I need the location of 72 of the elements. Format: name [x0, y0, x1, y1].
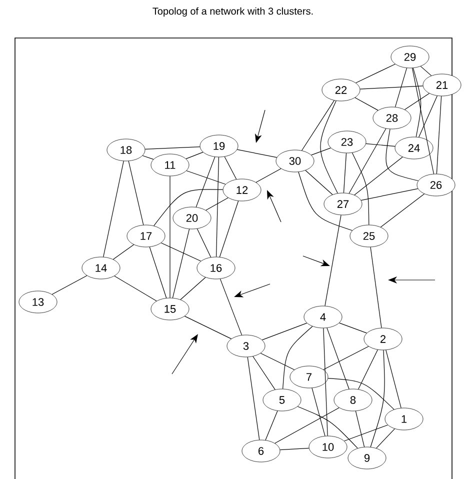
- edge-line: [366, 143, 396, 147]
- edge-line: [352, 152, 370, 226]
- edge-line: [370, 350, 385, 448]
- edge-line: [236, 149, 278, 158]
- edge-line: [356, 64, 396, 84]
- edge-line: [344, 424, 388, 442]
- edge-line: [160, 242, 202, 262]
- edge-line: [112, 244, 134, 260]
- edge-line: [274, 407, 340, 444]
- edge-line: [252, 356, 276, 390]
- edge-line: [355, 410, 365, 448]
- edge-line: [338, 322, 368, 334]
- edge-line: [302, 100, 335, 151]
- edge-line: [298, 172, 353, 231]
- edge-line: [394, 68, 408, 108]
- edge-line: [360, 188, 418, 201]
- edge-line: [256, 168, 282, 183]
- edge-line: [386, 128, 419, 182]
- edge-line: [376, 428, 395, 448]
- edge-line: [312, 388, 326, 436]
- edge-line: [128, 160, 144, 226]
- edge-line: [323, 346, 369, 370]
- edge-line: [186, 170, 226, 185]
- edge-line: [370, 246, 382, 328]
- edge-line: [196, 228, 212, 258]
- edge-line: [404, 93, 430, 110]
- edge-line: [260, 352, 295, 370]
- edge-line: [172, 228, 190, 298]
- edge-line: [196, 156, 216, 208]
- edge-line: [358, 349, 378, 390]
- edge-line: [320, 100, 338, 194]
- node-label: 21: [436, 81, 448, 89]
- edge-line: [247, 356, 260, 440]
- edge-line: [142, 155, 154, 160]
- edge-line: [380, 194, 425, 228]
- edge-line: [418, 96, 438, 138]
- edge-line: [326, 328, 350, 390]
- edge-line: [103, 160, 124, 258]
- edge-line: [328, 378, 394, 410]
- title: Topolog of a network with 3 clusters.: [152, 7, 313, 17]
- edge-line: [354, 97, 378, 111]
- edge-line: [386, 350, 402, 408]
- edge-line: [282, 326, 313, 390]
- edge-line: [154, 189, 224, 226]
- edge-line: [360, 86, 424, 90]
- edge-line: [354, 156, 403, 196]
- edge-line: [52, 275, 88, 295]
- edge-line: [324, 214, 342, 306]
- edge-line: [305, 170, 333, 195]
- edge-line: [114, 276, 157, 302]
- edge-line: [224, 156, 237, 180]
- edge-line: [310, 148, 332, 156]
- edge-line: [412, 68, 434, 174]
- edge-line: [216, 156, 220, 258]
- edge-line: [220, 278, 242, 336]
- edge-line: [184, 316, 232, 340]
- edge-line: [262, 322, 308, 340]
- edge-line: [149, 246, 167, 298]
- edge-line: [323, 328, 328, 436]
- edge-line: [180, 277, 206, 300]
- edge-line: [280, 448, 310, 450]
- edge-line: [265, 410, 278, 440]
- edge-line: [436, 96, 442, 174]
- edge-line: [206, 197, 228, 211]
- edge-line: [186, 152, 204, 160]
- edge-line: [348, 128, 386, 194]
- edge-line: [412, 68, 422, 138]
- edge-line: [297, 406, 358, 449]
- edge-line: [219, 200, 239, 258]
- edge-line: [343, 152, 347, 194]
- edge-line: [144, 146, 200, 150]
- edge-line: [420, 66, 432, 76]
